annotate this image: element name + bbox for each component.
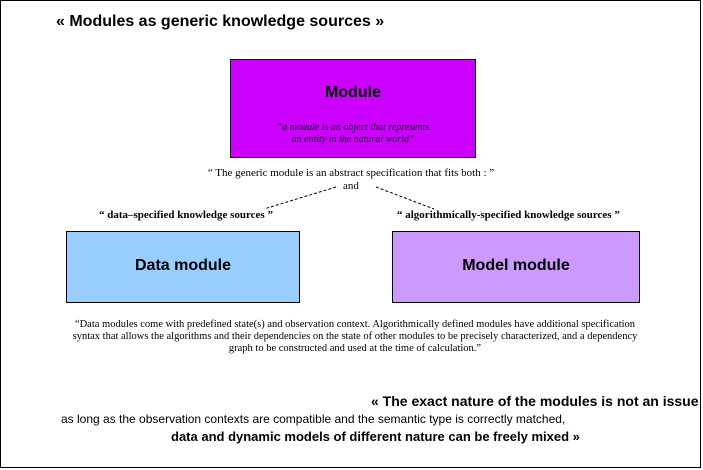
module-description: “Data modules come with predefined state… <box>72 319 638 354</box>
module-box: Module “a module is an object that repre… <box>230 59 476 158</box>
connector-right <box>375 186 435 210</box>
and-text: and <box>343 180 359 192</box>
algorithmically-specified-label: “ algorithmically-specified knowledge so… <box>397 209 620 221</box>
module-quote-line-1: “a module is an object that represents <box>276 122 430 133</box>
module-box-title: Module <box>325 84 381 101</box>
module-box-quote: “a module is an object that represents a… <box>241 122 465 146</box>
data-module-box: Data module <box>66 231 300 303</box>
note-line-1: « The exact nature of the modules is not… <box>371 393 703 409</box>
module-quote-line-2: an entity in the natural world” <box>291 134 415 145</box>
model-module-box: Model module <box>392 231 640 303</box>
slide-title: « Modules as generic knowledge sources » <box>56 13 385 30</box>
note-line-2: as long as the observation contexts are … <box>61 412 566 426</box>
note-line-3: data and dynamic models of different nat… <box>171 429 580 444</box>
fits-both-text: “ The generic module is an abstract spec… <box>207 167 495 179</box>
connector-left <box>263 186 337 210</box>
data-module-title: Data module <box>134 257 231 274</box>
model-module-title: Model module <box>462 257 570 274</box>
data-specified-label: “ data–specified knowledge sources ” <box>99 209 273 221</box>
